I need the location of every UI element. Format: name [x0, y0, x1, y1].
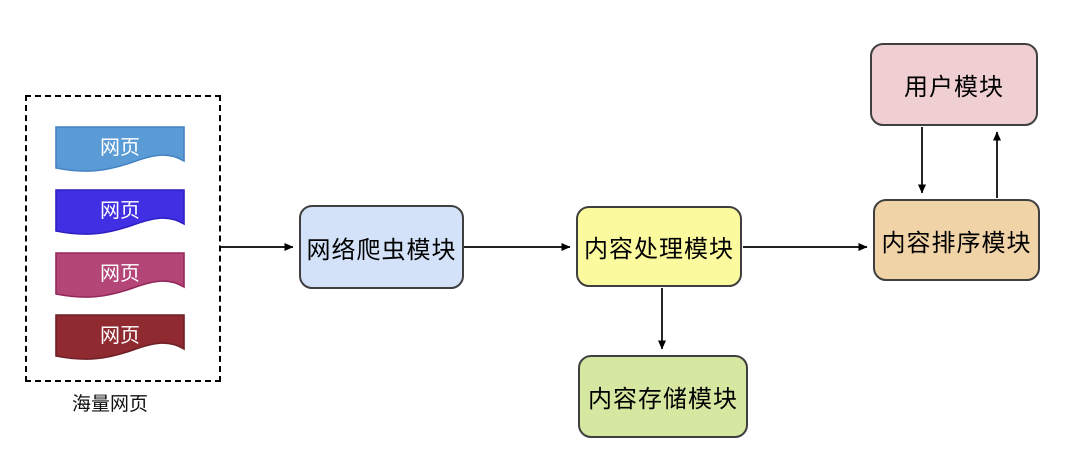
webpage-shape: 网页 — [55, 252, 185, 298]
webpage-label: 网页 — [100, 137, 140, 159]
webpage-label: 网页 — [100, 325, 140, 347]
node-label: 内容处理模块 — [584, 236, 734, 263]
node-user-module: 用户模块 — [870, 43, 1038, 126]
node-web-crawler-module: 网络爬虫模块 — [299, 205, 464, 289]
node-label: 用户模块 — [904, 74, 1004, 101]
document-wave-icon — [55, 189, 185, 235]
massive-pages-caption: 海量网页 — [71, 394, 148, 415]
document-wave-icon — [55, 314, 185, 360]
webpage-label: 网页 — [100, 263, 140, 285]
node-label: 内容排序模块 — [881, 229, 1032, 257]
node-content-storage-module: 内容存储模块 — [578, 355, 748, 438]
webpage-shape: 网页 — [55, 314, 185, 360]
webpage-shape: 网页 — [55, 126, 185, 172]
document-wave-icon — [55, 126, 185, 172]
node-label: 网络爬虫模块 — [306, 236, 457, 264]
webpage-shape: 网页 — [55, 189, 185, 235]
node-label: 内容存储模块 — [588, 386, 738, 413]
document-wave-icon — [55, 252, 185, 298]
node-content-processing-module: 内容处理模块 — [576, 206, 742, 287]
webpage-label: 网页 — [100, 200, 140, 222]
node-content-ranking-module: 内容排序模块 — [873, 199, 1040, 281]
